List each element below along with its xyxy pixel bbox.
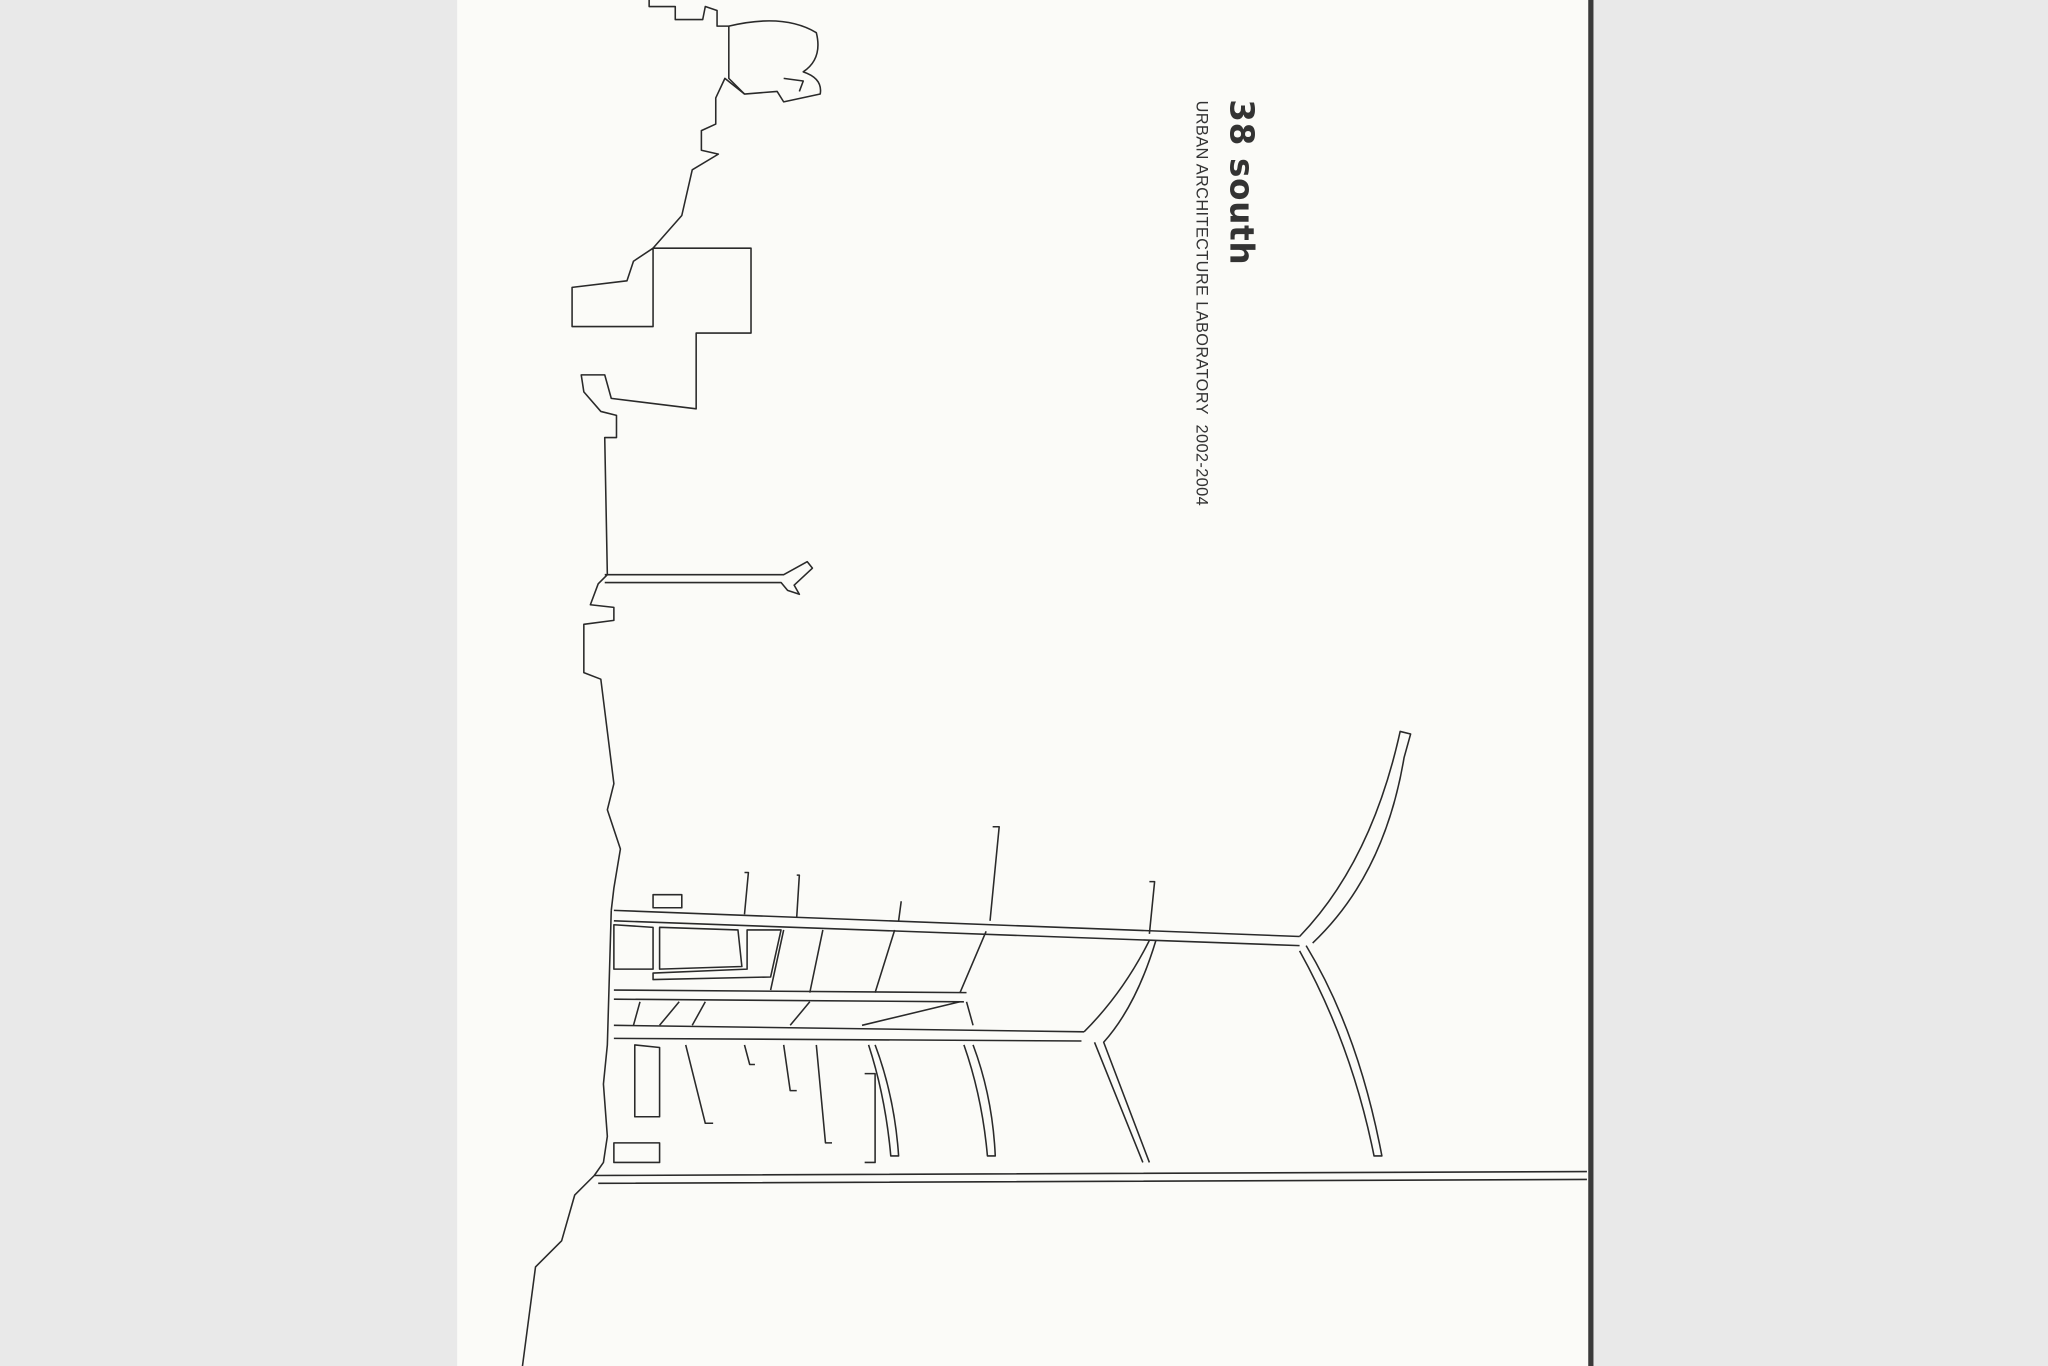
- main-road-south: [613, 1024, 1085, 1042]
- main-road-north: [613, 909, 1300, 947]
- book-title: 38 south: [1222, 99, 1261, 266]
- inner-bay-block: [571, 247, 654, 328]
- main-road-middle: [613, 989, 967, 1003]
- book-subtitle: URBAN ARCHITECTURE LABORATORY 2002-2004: [1192, 100, 1211, 507]
- pier: [604, 560, 814, 596]
- cross-streets: [632, 825, 1000, 1157]
- page-edge: [1588, 0, 1594, 1366]
- cover-page: [457, 0, 1591, 1366]
- bottom-road: [594, 1170, 1587, 1185]
- coastline-north: [580, 0, 822, 911]
- diagonal-road-east: [1298, 730, 1412, 1157]
- diagonal-road-centre: [1083, 880, 1157, 1163]
- harbour-detail: [728, 26, 805, 95]
- city-blocks: [613, 893, 876, 1164]
- coastline-south: [521, 910, 613, 1366]
